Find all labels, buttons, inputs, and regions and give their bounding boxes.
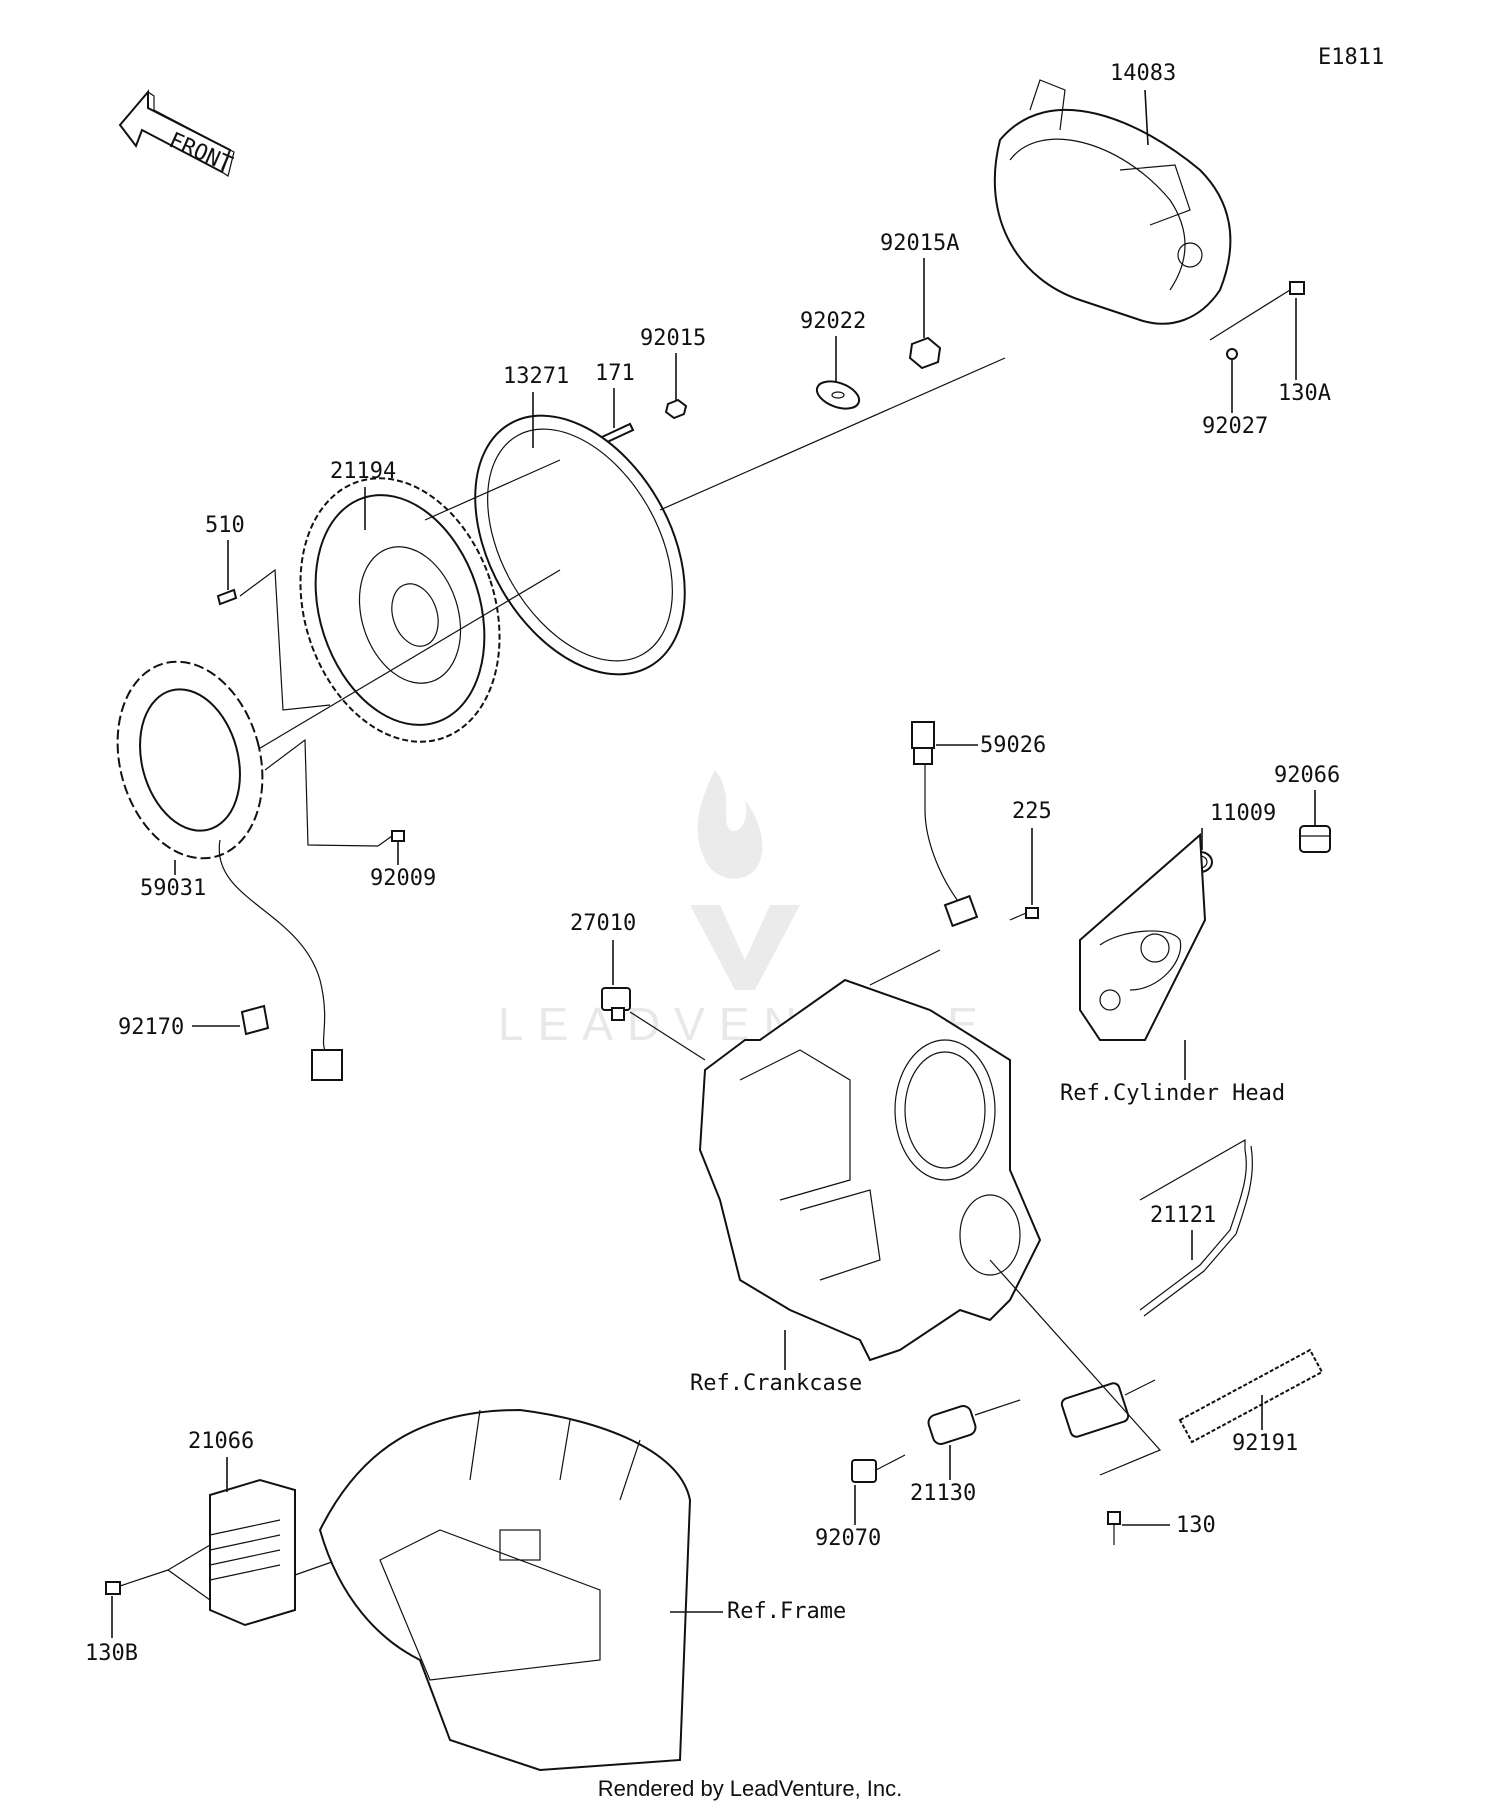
- bolt-92009[interactable]: [377, 830, 405, 847]
- label-92170: 92170: [118, 1015, 184, 1040]
- ref-crankcase: Ref.Crankcase: [690, 1371, 862, 1396]
- label-225: 225: [1012, 799, 1052, 824]
- label-14083: 14083: [1110, 61, 1176, 86]
- nut-92015[interactable]: [664, 398, 688, 420]
- label-92022: 92022: [800, 309, 866, 334]
- spark-plug-cap-21130[interactable]: [926, 1399, 1021, 1446]
- label-21130: 21130: [910, 1481, 976, 1506]
- key-510[interactable]: [216, 588, 238, 606]
- label-130B: 130B: [85, 1641, 138, 1666]
- label-92027: 92027: [1202, 414, 1268, 439]
- label-21066: 21066: [188, 1429, 254, 1454]
- sensor-92070[interactable]: [851, 1454, 906, 1483]
- sensor-27010[interactable]: [601, 987, 706, 1061]
- label-11009: 11009: [1210, 801, 1276, 826]
- washer-92022[interactable]: [813, 376, 863, 414]
- label-59031: 59031: [140, 876, 206, 901]
- label-59026: 59026: [980, 733, 1046, 758]
- ref-cylinder-head: Ref.Cylinder Head: [1060, 1081, 1285, 1106]
- bolt-130[interactable]: [1107, 1511, 1121, 1545]
- bolt-225[interactable]: [1009, 907, 1039, 921]
- footer-credit: Rendered by LeadVenture, Inc.: [598, 1776, 903, 1801]
- diagram-code: E1811: [1318, 45, 1384, 70]
- spring-92191[interactable]: [1178, 1348, 1324, 1444]
- front-arrow: FRONT: [118, 89, 236, 178]
- washer-92027[interactable]: [1226, 348, 1238, 360]
- label-92191: 92191: [1232, 1431, 1298, 1456]
- label-92015A: 92015A: [880, 231, 959, 256]
- label-21194: 21194: [330, 459, 396, 484]
- label-92015: 92015: [640, 326, 706, 351]
- label-13271: 13271: [503, 364, 569, 389]
- label-27010: 27010: [570, 911, 636, 936]
- label-130A: 130A: [1278, 381, 1331, 406]
- plug-92066[interactable]: [1299, 825, 1331, 853]
- flywheel-21194[interactable]: [268, 452, 532, 767]
- bolt-130B[interactable]: [105, 1544, 211, 1601]
- label-510: 510: [205, 513, 245, 538]
- stator-59031[interactable]: [97, 645, 343, 1081]
- bolt-130A[interactable]: [1209, 281, 1305, 341]
- crankcase-ref: [698, 978, 1042, 1362]
- label-21121: 21121: [1150, 1203, 1216, 1228]
- label-171: 171: [595, 361, 635, 386]
- ignition-coil[interactable]: [1060, 1379, 1156, 1438]
- sensor-59026[interactable]: [911, 721, 979, 928]
- cylinder-head-ref: [1079, 832, 1207, 1041]
- reluctor-ring-13271[interactable]: [432, 379, 728, 711]
- label-92066: 92066: [1274, 763, 1340, 788]
- label-92009: 92009: [370, 866, 436, 891]
- ref-frame: Ref.Frame: [727, 1599, 846, 1624]
- label-130: 130: [1176, 1513, 1216, 1538]
- label-92070: 92070: [815, 1526, 881, 1551]
- alternator-cover[interactable]: [993, 79, 1232, 325]
- ignition-wire-21121[interactable]: [1139, 1138, 1254, 1317]
- regulator-21066[interactable]: [209, 1478, 296, 1627]
- nut-92015A[interactable]: [908, 336, 942, 370]
- clamp-92170[interactable]: [240, 1004, 270, 1036]
- frame-ref: [318, 1408, 692, 1772]
